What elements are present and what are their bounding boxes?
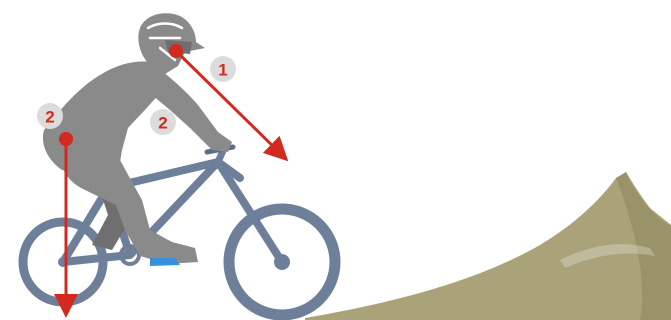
marker-badge-2-hip: 2 (37, 103, 63, 129)
marker-badge-1: 1 (210, 56, 236, 82)
hip-anchor-dot (59, 132, 73, 146)
badge-label: 1 (218, 61, 227, 80)
marker-badge-2-elbow: 2 (150, 109, 176, 135)
badge-label: 2 (45, 108, 54, 127)
dirt-ramp (305, 172, 671, 320)
rider-shoe (150, 258, 180, 266)
head-anchor-dot (169, 44, 183, 58)
badge-label: 2 (158, 114, 167, 133)
